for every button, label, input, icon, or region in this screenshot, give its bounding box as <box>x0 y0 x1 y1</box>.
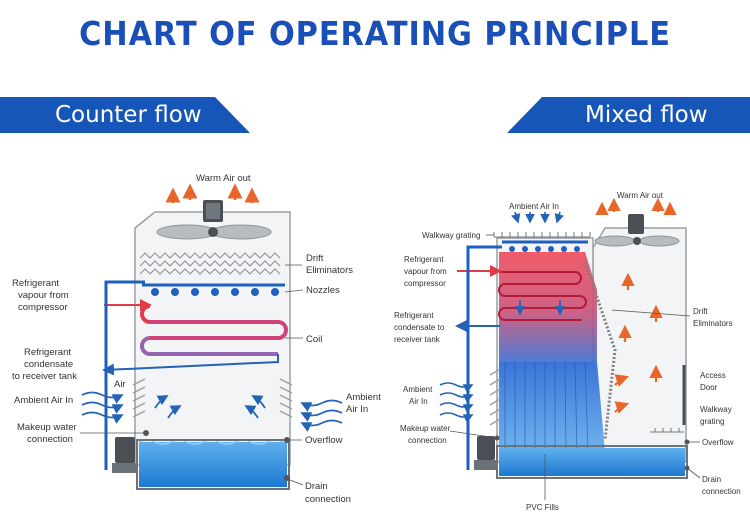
mixed-ambient-label-2: Air In <box>409 397 428 406</box>
mixed-access-label-1: Access <box>700 371 726 380</box>
mixed-refrig-vapour-label-3: compressor <box>404 279 446 288</box>
counter-condensate-label-2: condensate <box>24 359 73 370</box>
counter-ambient-left-label: Ambient Air In <box>14 395 73 406</box>
mixed-refrig-vapour-label-2: vapour from <box>404 267 447 276</box>
counter-drain-label-1: Drain <box>305 481 328 492</box>
mixed-makeup-label-2: connection <box>408 436 447 445</box>
mixed-pvc-fills-label: PVC Fills <box>526 503 559 512</box>
counter-fan-icon <box>156 200 272 240</box>
counter-pump-icon <box>112 437 138 473</box>
mixed-overflow-label: Overflow <box>702 438 734 447</box>
mixed-ambient-air-arrows <box>439 300 565 423</box>
counter-warm-air-out-label: Warm Air out <box>196 173 251 184</box>
counter-flow-tower: Warm Air out Drift Eliminators Nozzles R… <box>12 173 381 505</box>
counter-ambient-right-label-2: Air In <box>346 404 368 415</box>
mixed-walkway-label-1: Walkway <box>700 405 732 414</box>
mixed-refrig-vapour-label-1: Refrigerant <box>404 255 444 264</box>
mixed-fan-icon <box>594 214 680 247</box>
counter-condensate-label-1: Refrigerant <box>24 347 71 358</box>
mixed-drain-label-1: Drain <box>702 475 721 484</box>
counter-louvers-right <box>279 378 293 418</box>
counter-refrig-vapour-label-3: compressor <box>18 302 68 313</box>
mixed-ambient-air-in-top-label: Ambient Air In <box>509 202 559 211</box>
mixed-drift-eliminators <box>583 261 617 441</box>
counter-air-arrows <box>81 391 343 432</box>
counter-air-label: Air <box>114 379 126 390</box>
mixed-condensate-label-3: receiver tank <box>394 335 441 344</box>
mixed-condensate-label-2: condensate to <box>394 323 445 332</box>
mixed-warm-air-out-label: Warm Air out <box>617 191 664 200</box>
counter-drift-eliminators <box>139 252 281 275</box>
mixed-walkway-label-2: grating <box>700 417 724 426</box>
mixed-louvers-left <box>489 368 501 426</box>
mixed-walkway-grating-top <box>493 232 591 238</box>
mixed-pump-icon <box>474 436 498 470</box>
counter-overflow-label: Overflow <box>305 435 343 446</box>
mixed-makeup-label-1: Makeup water <box>400 424 451 433</box>
counter-coil-label: Coil <box>306 334 322 345</box>
mixed-walkway-grating-label: Walkway grating <box>422 231 480 240</box>
counter-refrig-vapour-label-1: Refrigerant <box>12 278 59 289</box>
counter-drift-label-1: Drift <box>306 253 324 264</box>
counter-louvers-left <box>132 378 146 418</box>
mixed-nozzles <box>509 246 580 252</box>
mixed-pvc-fill <box>499 362 605 452</box>
mixed-flow-tower: Ambient Air In Walkway grating Warm Air … <box>394 191 741 512</box>
counter-refrig-vapour-label-2: vapour from <box>18 290 69 301</box>
page-title: CHART OF OPERATING PRINCIPLE <box>79 14 671 53</box>
mixed-warm-air-arrows <box>595 197 677 414</box>
counter-drift-label-2: Eliminators <box>306 265 353 276</box>
counter-makeup-label-1: Makeup water <box>17 422 77 433</box>
mixed-top-air-arrows <box>511 211 564 224</box>
mixed-drift-label-1: Drift <box>693 307 708 316</box>
banner-counter-flow: Counter flow <box>0 97 250 133</box>
mixed-drift-label-2: Eliminators <box>693 319 733 328</box>
mixed-condensate-label-1: Refrigerant <box>394 311 434 320</box>
counter-warm-air-arrows <box>165 183 260 203</box>
counter-drain-label-2: connection <box>305 494 351 505</box>
counter-ambient-right-label-1: Ambient <box>346 392 381 403</box>
mixed-ambient-label-1: Ambient <box>403 385 433 394</box>
mixed-drain-label-2: connection <box>702 487 741 496</box>
counter-condensate-label-3: to receiver tank <box>12 371 77 382</box>
banner-mixed-flow: Mixed flow <box>507 97 750 133</box>
mixed-coil <box>498 271 587 321</box>
counter-makeup-label-2: connection <box>27 434 73 445</box>
mixed-water-basin <box>499 448 685 476</box>
counter-nozzles-label: Nozzles <box>306 285 340 296</box>
counter-water-basin <box>139 442 287 487</box>
mixed-access-label-2: Door <box>700 383 718 392</box>
counter-nozzles <box>151 288 279 296</box>
